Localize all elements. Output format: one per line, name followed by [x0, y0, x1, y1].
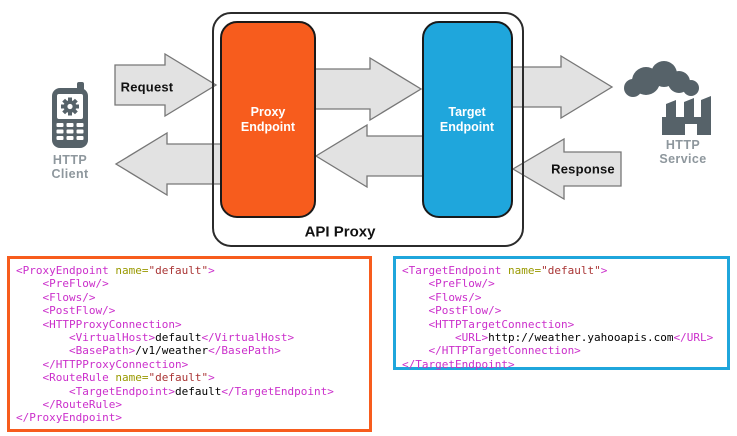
gear-icon — [61, 97, 79, 116]
code-line: <Flows/> — [402, 290, 482, 304]
target-endpoint-label: Target Endpoint — [439, 105, 495, 134]
code-line: <TargetEndpoint>default</TargetEndpoint> — [16, 384, 334, 398]
target-endpoint-box — [422, 21, 513, 218]
code-line: </HTTPTargetConnection> — [402, 344, 581, 358]
code-line: </HTTPProxyConnection> — [16, 357, 189, 371]
request-arrow — [114, 52, 218, 118]
factory-building — [662, 96, 711, 135]
code-line: <PreFlow/> — [16, 277, 109, 291]
code-line: </ProxyEndpoint> — [16, 411, 122, 425]
code-line: <RouteRule name="default"> — [16, 371, 215, 385]
code-line: <PostFlow/> — [402, 304, 502, 318]
code-line: <Flows/> — [16, 290, 96, 304]
code-line: <HTTPTargetConnection> — [402, 317, 575, 331]
response-label: Response — [551, 161, 615, 177]
code-line: <ProxyEndpoint name="default"> — [16, 264, 215, 277]
code-line: <URL>http://weather.yahooapis.com</URL> — [402, 331, 714, 345]
http-service-label: HTTP Service — [659, 138, 707, 166]
flow-arrows — [114, 52, 622, 201]
target-to-proxy-arrow — [314, 123, 426, 189]
diagram-canvas — [52, 12, 711, 247]
target-endpoint-xml-snippet: <TargetEndpoint name="default"> <PreFlow… — [393, 256, 730, 371]
code-line: <VirtualHost>default</VirtualHost> — [16, 331, 295, 345]
response-arrow — [511, 137, 622, 201]
smoke-cloud-icon — [624, 61, 699, 97]
proxy-to-target-arrow — [313, 56, 423, 122]
request-label: Request — [120, 79, 174, 95]
code-line: <TargetEndpoint name="default"> — [402, 264, 608, 277]
code-line: <HTTPProxyConnection> — [16, 317, 182, 331]
proxy-endpoint-xml-snippet: <ProxyEndpoint name="default"> <PreFlow/… — [7, 256, 372, 432]
code-line: </RouteRule> — [16, 398, 122, 412]
proxy-endpoint-label: Proxy Endpoint — [240, 105, 296, 134]
proxy-endpoint-box — [220, 21, 316, 218]
http-client-label: HTTP Client — [51, 153, 89, 181]
code-line: <BasePath>/v1/weather</BasePath> — [16, 344, 281, 358]
proxy-to-client-arrow — [114, 131, 223, 197]
mobile-phone-icon — [52, 82, 88, 148]
code-line: <PostFlow/> — [16, 304, 116, 318]
phone-keypad — [56, 123, 84, 140]
factory-icon — [624, 61, 711, 135]
api-proxy-container — [212, 12, 524, 247]
api-proxy-diagram: Request Response Proxy Endpoint Target E… — [51, 12, 711, 247]
target-to-service-arrow — [509, 54, 614, 120]
code-line: <PreFlow/> — [402, 277, 495, 291]
api-proxy-label: API Proxy — [304, 223, 376, 241]
code-line: </TargetEndpoint> — [402, 357, 515, 371]
